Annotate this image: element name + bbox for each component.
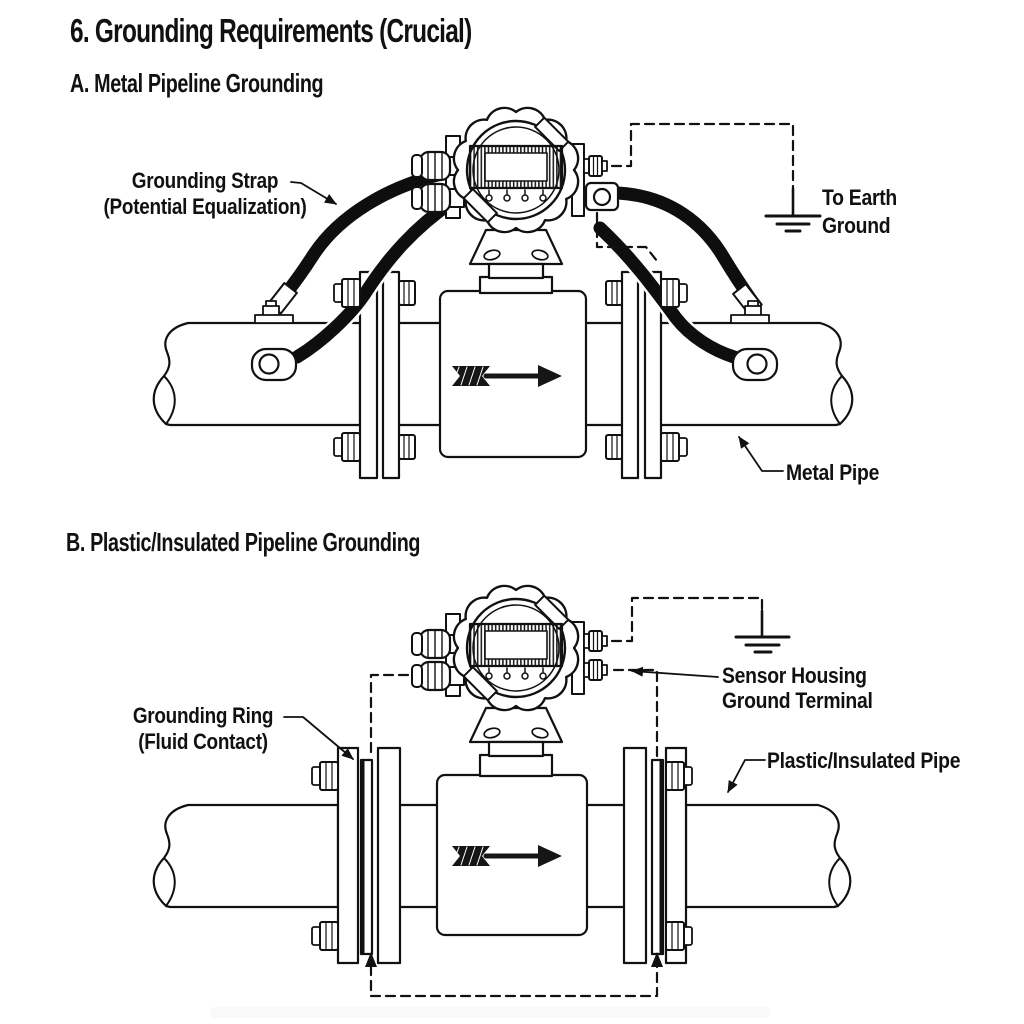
leader-grounding-ring: [283, 716, 354, 760]
earth-ground-icon: [764, 187, 822, 233]
leader-plastic-pipe: [727, 759, 766, 793]
label-plastic-insulated-pipe: Plastic/Insulated Pipe: [767, 748, 961, 773]
label-sensor-housing-ground-terminal: Sensor Housing Ground Terminal: [722, 663, 873, 713]
terminal-to-ring-wire-dashed: [612, 668, 659, 759]
flow-direction-arrow-icon: [452, 845, 562, 867]
plastic-pipe-right: [684, 803, 852, 909]
label-sensor-housing-line1: Sensor Housing: [722, 663, 867, 688]
grounding-strap-left: [272, 163, 461, 366]
ring-terminal: [250, 347, 298, 382]
label-to-earth-line1: To Earth: [822, 185, 897, 210]
gland-to-ring-wire-dashed: [369, 673, 410, 759]
leader-sensor-terminal: [631, 666, 719, 678]
leader-metal-pipe: [738, 436, 784, 472]
label-metal-pipe: Metal Pipe: [786, 460, 880, 485]
pipe-stub-lines: [398, 803, 626, 909]
label-to-earth-line2: Ground: [822, 213, 891, 238]
earth-ground-icon: [734, 609, 791, 654]
sensor-housing-ground-terminal: [582, 658, 609, 682]
grounding-ring-left: [359, 758, 374, 956]
flange-stack-right: [622, 746, 688, 965]
up-arrowhead: [365, 952, 377, 967]
flow-direction-arrow-icon: [452, 365, 562, 387]
housing-ground-terminal: [582, 154, 609, 178]
pipe-stub-lines: [397, 321, 624, 427]
label-grounding-strap: Grounding Strap (Potential Equalization): [79, 168, 332, 220]
flange-stack-left: [336, 746, 402, 965]
page-edge-artifact: [210, 1007, 770, 1018]
flange-pair-right: [620, 270, 663, 480]
up-arrowhead: [651, 952, 663, 967]
neck-flare: [478, 753, 554, 778]
housing-ground-terminal-upper: [582, 629, 609, 653]
section-a-heading: A. Metal Pipeline Grounding: [70, 68, 324, 98]
housing-ground-lug: [584, 181, 620, 212]
label-grounding-strap-line2: (Potential Equalization): [103, 194, 307, 219]
section-b-heading: B. Plastic/Insulated Pipeline Grounding: [66, 527, 421, 557]
earth-ground-wire-dashed: [610, 596, 764, 643]
page-title: 6. Grounding Requirements (Crucial): [70, 12, 472, 49]
lug-to-flange-wire-dashed: [595, 211, 659, 263]
ring-to-ring-wire-dashed: [369, 964, 659, 998]
label-grounding-ring-line2: (Fluid Contact): [138, 729, 268, 754]
earth-ground-wire-dashed: [610, 122, 795, 191]
label-grounding-ring-line1: Grounding Ring: [132, 703, 274, 728]
ring-terminal: [731, 347, 779, 382]
label-grounding-strap-line1: Grounding Strap: [131, 168, 279, 193]
pipe-clamp-bolt: [730, 300, 770, 324]
diagram-plastic-pipeline: [152, 584, 852, 998]
leader-grounding-strap: [290, 181, 337, 205]
diagram-metal-pipeline: [152, 106, 854, 480]
label-to-earth-ground: To Earth Ground: [822, 184, 897, 240]
pipe-clamp-bolt: [254, 300, 294, 324]
label-grounding-ring: Grounding Ring (Fluid Contact): [78, 703, 327, 755]
label-sensor-housing-line2: Ground Terminal: [722, 688, 873, 713]
neck-flare: [478, 275, 554, 295]
plastic-pipe-left: [152, 803, 340, 909]
